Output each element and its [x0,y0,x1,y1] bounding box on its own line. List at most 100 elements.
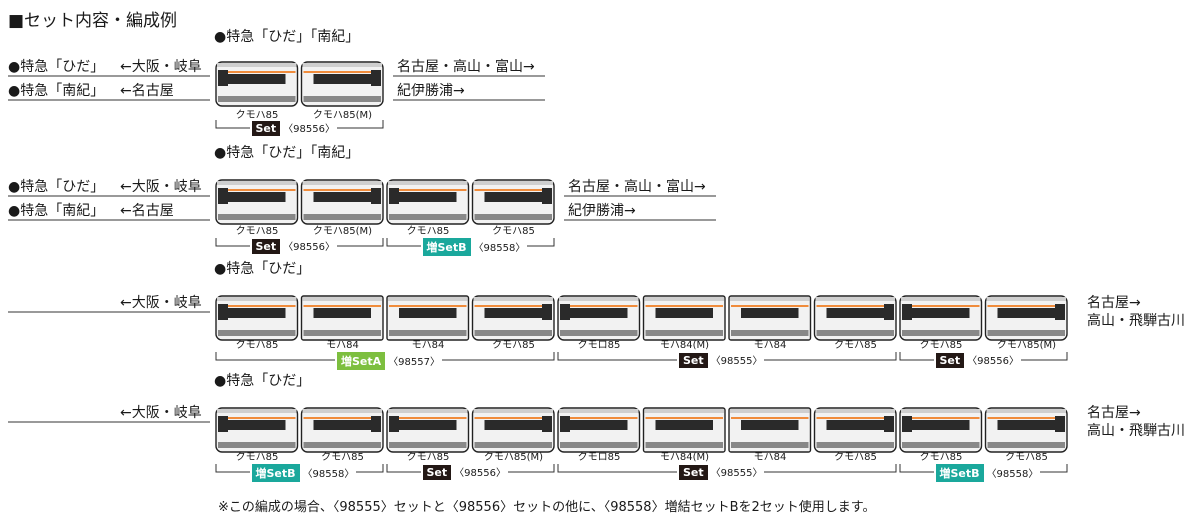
car-label: クモハ85 [919,340,963,351]
train-car [471,179,555,225]
set-code: 〈98558〉 [473,243,526,254]
direction-from: ←大阪・岐阜 [120,405,202,421]
car-label: モハ84 [753,340,787,351]
car-label: クモハ85 [406,226,450,237]
set-label: Set〈98556〉 [933,352,1021,368]
section-title: ●特急「ひだ」 [214,373,311,389]
direction-to: 名古屋→ [1087,405,1141,421]
set-label: Set〈98556〉 [249,238,337,254]
car-label: クモハ85 [1005,452,1048,463]
train-car [300,61,384,107]
train-car [728,295,812,341]
set-label: 増SetB〈98558〉 [933,464,1041,482]
train-car [813,295,897,341]
set-code: 〈98557〉 [388,357,440,368]
set-label: 増SetB〈98558〉 [420,238,528,256]
set-badge: Set [251,239,281,254]
train-car [557,407,641,453]
train-car [300,407,384,453]
car-label: クモハ85 [235,226,279,237]
train-car [300,295,384,341]
direction-from: ←名古屋 [120,83,174,99]
set-label: Set〈98556〉 [249,120,337,136]
direction-from: ←大阪・岐阜 [120,295,202,311]
direction-from: ←大阪・岐阜 [120,59,202,75]
train-car [984,407,1068,453]
train-car [386,179,470,225]
train-car [215,61,299,107]
train-car [728,407,812,453]
car-label: モハ84(M) [659,340,710,351]
set-code: 〈98555〉 [710,468,763,479]
set-badge: Set [679,465,708,480]
car-label: クモハ85(M) [312,226,373,237]
car-label: クモハ85 [919,452,963,463]
car-label: クモハ85 [235,340,279,351]
set-code: 〈98556〉 [283,124,335,135]
car-label: クモハ85 [321,452,364,463]
section-title: ●特急「ひだ」「南紀」 [214,29,360,45]
set-label: Set〈98556〉 [420,464,508,480]
train-name: ●特急「南紀」 [8,83,105,99]
car-label: クモハ85(M) [996,340,1057,351]
set-code: 〈98555〉 [710,356,763,367]
car-label: クモハ85 [834,452,877,463]
train-car [386,407,470,453]
section-title: ●特急「ひだ」 [214,261,311,277]
train-car [471,407,555,453]
set-badge: 増SetB [935,464,984,482]
section-title: ●特急「ひだ」「南紀」 [214,145,360,161]
set-badge: 増SetB [422,238,471,256]
direction-to-2: 高山・飛騨古川 [1087,313,1185,329]
car-label: クモハ85 [834,340,877,351]
footnote: ※この編成の場合、〈98555〉セットと〈98556〉セットの他に、〈98558… [218,500,876,515]
train-car [813,407,897,453]
set-code: 〈98558〉 [302,469,355,480]
direction-from: ←大阪・岐阜 [120,179,202,195]
direction-to: 名古屋→ [1087,295,1141,311]
train-car [642,295,726,341]
train-car [215,407,299,453]
car-label: クモロ85 [577,452,621,463]
train-car [215,295,299,341]
set-label: Set〈98555〉 [677,352,765,368]
train-car [899,407,983,453]
set-label: 増SetB〈98558〉 [249,464,357,482]
car-label: モハ84 [753,452,787,463]
train-car [300,179,384,225]
direction-to: 名古屋・高山・富山→ [397,59,535,75]
train-car [215,179,299,225]
car-label: クモハ85 [492,340,535,351]
car-label: モハ84 [326,340,359,351]
set-badge: 増SetA [337,352,386,370]
set-badge: Set [935,353,965,368]
set-badge: Set [422,465,452,480]
direction-from: ←名古屋 [120,203,174,219]
train-car [386,295,470,341]
car-label: モハ84 [411,340,445,351]
set-label: Set〈98555〉 [677,464,765,480]
train-name: ●特急「ひだ」 [8,59,105,75]
car-label: クモハ85 [406,452,450,463]
set-badge: Set [679,353,708,368]
train-car [557,295,641,341]
direction-to-2: 高山・飛騨古川 [1087,423,1185,439]
train-car [984,295,1068,341]
set-code: 〈98556〉 [967,356,1019,367]
set-code: 〈98558〉 [986,469,1039,480]
set-code: 〈98556〉 [283,242,335,253]
set-code: 〈98556〉 [454,468,506,479]
train-name: ●特急「ひだ」 [8,179,105,195]
set-label: 増SetA〈98557〉 [335,352,442,370]
page-title: ■セット内容・編成例 [8,11,178,31]
train-car [642,407,726,453]
direction-to: 紀伊勝浦→ [397,83,465,99]
train-car [899,295,983,341]
car-label: クモハ85 [235,110,279,121]
car-label: モハ84(M) [659,452,710,463]
car-label: クモハ85 [235,452,279,463]
car-label: クモハ85(M) [483,452,544,463]
set-badge: 増SetB [251,464,300,482]
set-badge: Set [251,121,281,136]
